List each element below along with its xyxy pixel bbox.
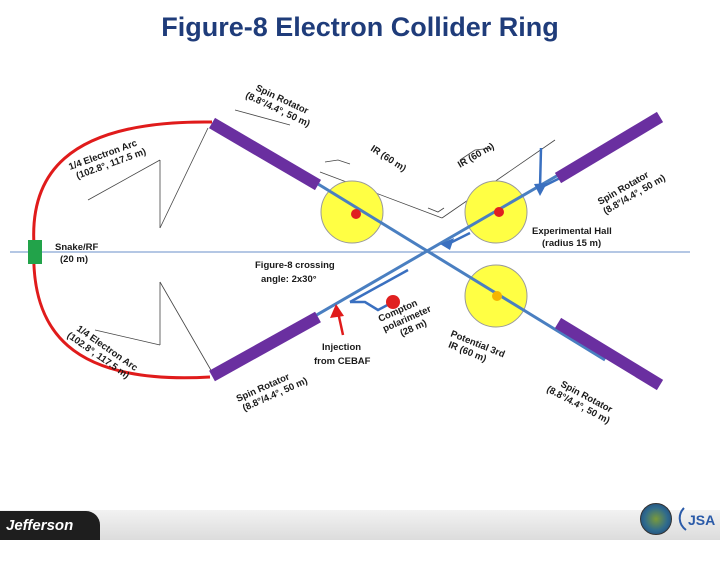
label-spin-rotator-bottom-right: Spin Rotator (8.8°/4.4°, 50 m) — [545, 374, 617, 426]
interaction-point-left — [351, 209, 361, 219]
ir-braces — [324, 147, 493, 213]
svg-text:JSA: JSA — [688, 512, 715, 528]
spin-rotator-bar-top-right — [554, 111, 664, 184]
jefferson-lab-logo: Jefferson Lab — [0, 511, 100, 563]
page-title: Figure-8 Electron Collider Ring — [161, 12, 559, 42]
label-potential-ir: Potential 3rd IR (60 m) — [445, 329, 509, 372]
interaction-point-third — [492, 291, 502, 301]
spin-rotator-bar-bottom-left — [209, 311, 321, 382]
spin-rotator-bar-top-left — [208, 117, 322, 191]
label-injection: Injection from CEBAF — [314, 342, 371, 367]
jsa-logo: JSA — [678, 507, 715, 531]
injection-arrow — [330, 304, 345, 336]
footer: Jefferson Lab JSA — [0, 500, 720, 563]
label-ir-left: IR (60 m) — [368, 143, 408, 174]
spin-rotator-bar-bottom-right — [554, 317, 664, 391]
label-experimental-hall: Experimental Hall (radius 15 m) — [532, 226, 614, 249]
label-crossing: Figure-8 crossing angle: 2x30° — [255, 260, 337, 285]
interaction-point-right — [494, 207, 504, 217]
beam-direction-arrow-center — [440, 231, 471, 250]
footer-bar — [0, 510, 720, 540]
label-spin-rotator-bottom-left: Spin Rotator (8.8°/4.4°, 50 m) — [235, 365, 310, 414]
label-snake-rf: Snake/RF (20 m) — [55, 242, 101, 265]
collider-diagram: Spin Rotator (8.8°/4.4°, 50 m) 1/4 Elect… — [10, 83, 690, 426]
beam-direction-arrow-upper-right — [534, 147, 561, 196]
label-electron-arc-top: 1/4 Electron Arc (102.8°, 117.5 m) — [67, 136, 147, 183]
snake-rf-block — [28, 240, 42, 264]
injection-branch-line — [349, 268, 409, 304]
compton-polarimeter-dot — [386, 295, 400, 309]
dimension-lines — [87, 109, 556, 373]
label-spin-rotator-top-right: Spin Rotator (8.8°/4.4°, 50 m) — [596, 163, 668, 217]
compton-polarimeter-loop — [350, 300, 394, 312]
doe-seal-icon — [640, 503, 672, 535]
label-ir-right: IR (60 m) — [456, 141, 496, 171]
